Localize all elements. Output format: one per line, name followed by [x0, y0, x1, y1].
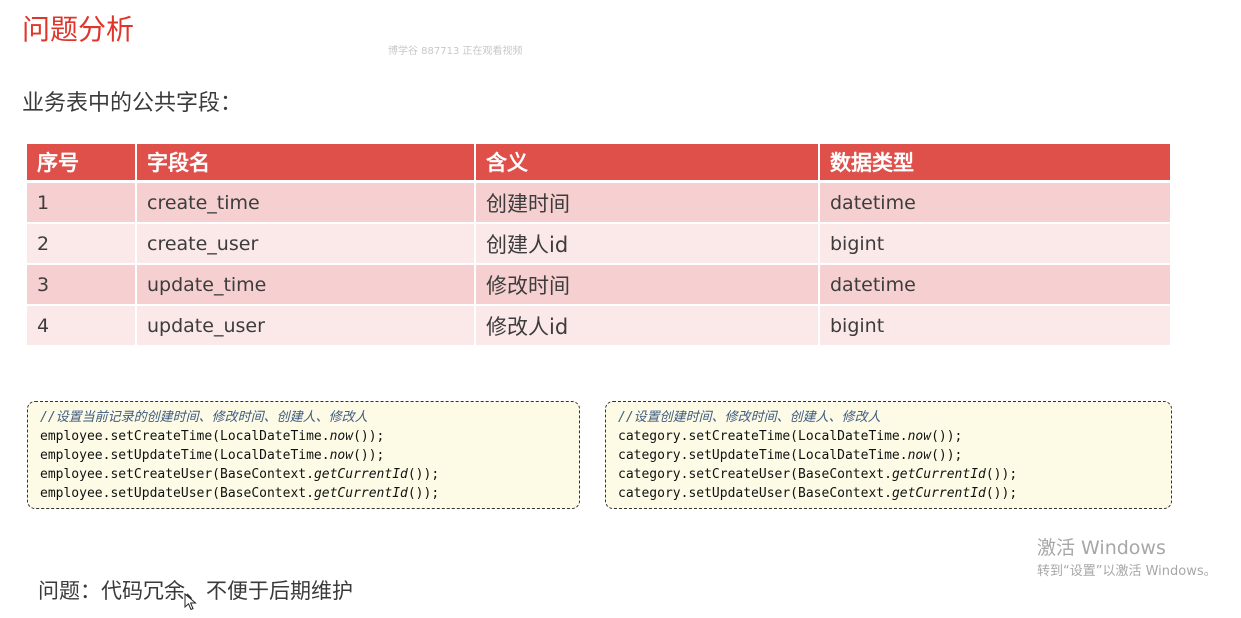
problem-statement: 问题：代码冗余、不便于后期维护	[38, 579, 353, 603]
cell-meaning: 创建时间	[476, 183, 820, 224]
cell-index: 1	[27, 183, 137, 224]
cell-field-name: update_time	[137, 265, 476, 306]
cell-data-type: bigint	[820, 224, 1170, 265]
common-fields-table: 序号 字段名 含义 数据类型 1 create_time 创建时间 dateti…	[27, 144, 1170, 347]
cell-index: 3	[27, 265, 137, 306]
header-data-type: 数据类型	[820, 144, 1170, 183]
table-row: 3 update_time 修改时间 datetime	[27, 265, 1170, 306]
table-row: 1 create_time 创建时间 datetime	[27, 183, 1170, 224]
cell-index: 2	[27, 224, 137, 265]
code-comment: //设置创建时间、修改时间、创建人、修改人	[618, 410, 881, 425]
code-line: category.setUpdateUser(BaseContext.getCu…	[618, 486, 1018, 501]
code-line: employee.setUpdateTime(LocalDateTime.now…	[40, 448, 385, 463]
section-subtitle: 业务表中的公共字段：	[22, 91, 243, 116]
table-row: 2 create_user 创建人id bigint	[27, 224, 1170, 265]
code-line: employee.setCreateTime(LocalDateTime.now…	[40, 429, 385, 444]
code-line: category.setCreateUser(BaseContext.getCu…	[618, 467, 1018, 482]
cell-meaning: 修改时间	[476, 265, 820, 306]
table-row: 4 update_user 修改人id bigint	[27, 306, 1170, 347]
category-code-snippet: //设置创建时间、修改时间、创建人、修改人 category.setCreate…	[605, 401, 1172, 509]
cell-field-name: create_time	[137, 183, 476, 224]
slide-title: 问题分析	[22, 13, 135, 46]
code-comment: //设置当前记录的创建时间、修改时间、创建人、修改人	[40, 410, 368, 425]
cell-meaning: 修改人id	[476, 306, 820, 347]
code-line: employee.setUpdateUser(BaseContext.getCu…	[40, 486, 440, 501]
cell-field-name: update_user	[137, 306, 476, 347]
header-field-name: 字段名	[137, 144, 476, 183]
header-index: 序号	[27, 144, 137, 183]
table-header-row: 序号 字段名 含义 数据类型	[27, 144, 1170, 183]
windows-activation-notice: 激活 Windows 转到“设置”以激活 Windows。	[1037, 536, 1217, 584]
cell-meaning: 创建人id	[476, 224, 820, 265]
cell-index: 4	[27, 306, 137, 347]
code-line: employee.setCreateUser(BaseContext.getCu…	[40, 467, 440, 482]
header-meaning: 含义	[476, 144, 820, 183]
cell-data-type: datetime	[820, 183, 1170, 224]
cell-data-type: bigint	[820, 306, 1170, 347]
activation-hint: 转到“设置”以激活 Windows。	[1037, 564, 1217, 579]
mouse-pointer-icon	[184, 593, 197, 611]
cell-data-type: datetime	[820, 265, 1170, 306]
activation-title: 激活 Windows	[1037, 537, 1166, 559]
viewer-watermark: 博学谷 887713 正在观看视频	[388, 46, 523, 57]
employee-code-snippet: //设置当前记录的创建时间、修改时间、创建人、修改人 employee.setC…	[27, 401, 580, 509]
cell-field-name: create_user	[137, 224, 476, 265]
code-line: category.setUpdateTime(LocalDateTime.now…	[618, 448, 963, 463]
code-line: category.setCreateTime(LocalDateTime.now…	[618, 429, 963, 444]
